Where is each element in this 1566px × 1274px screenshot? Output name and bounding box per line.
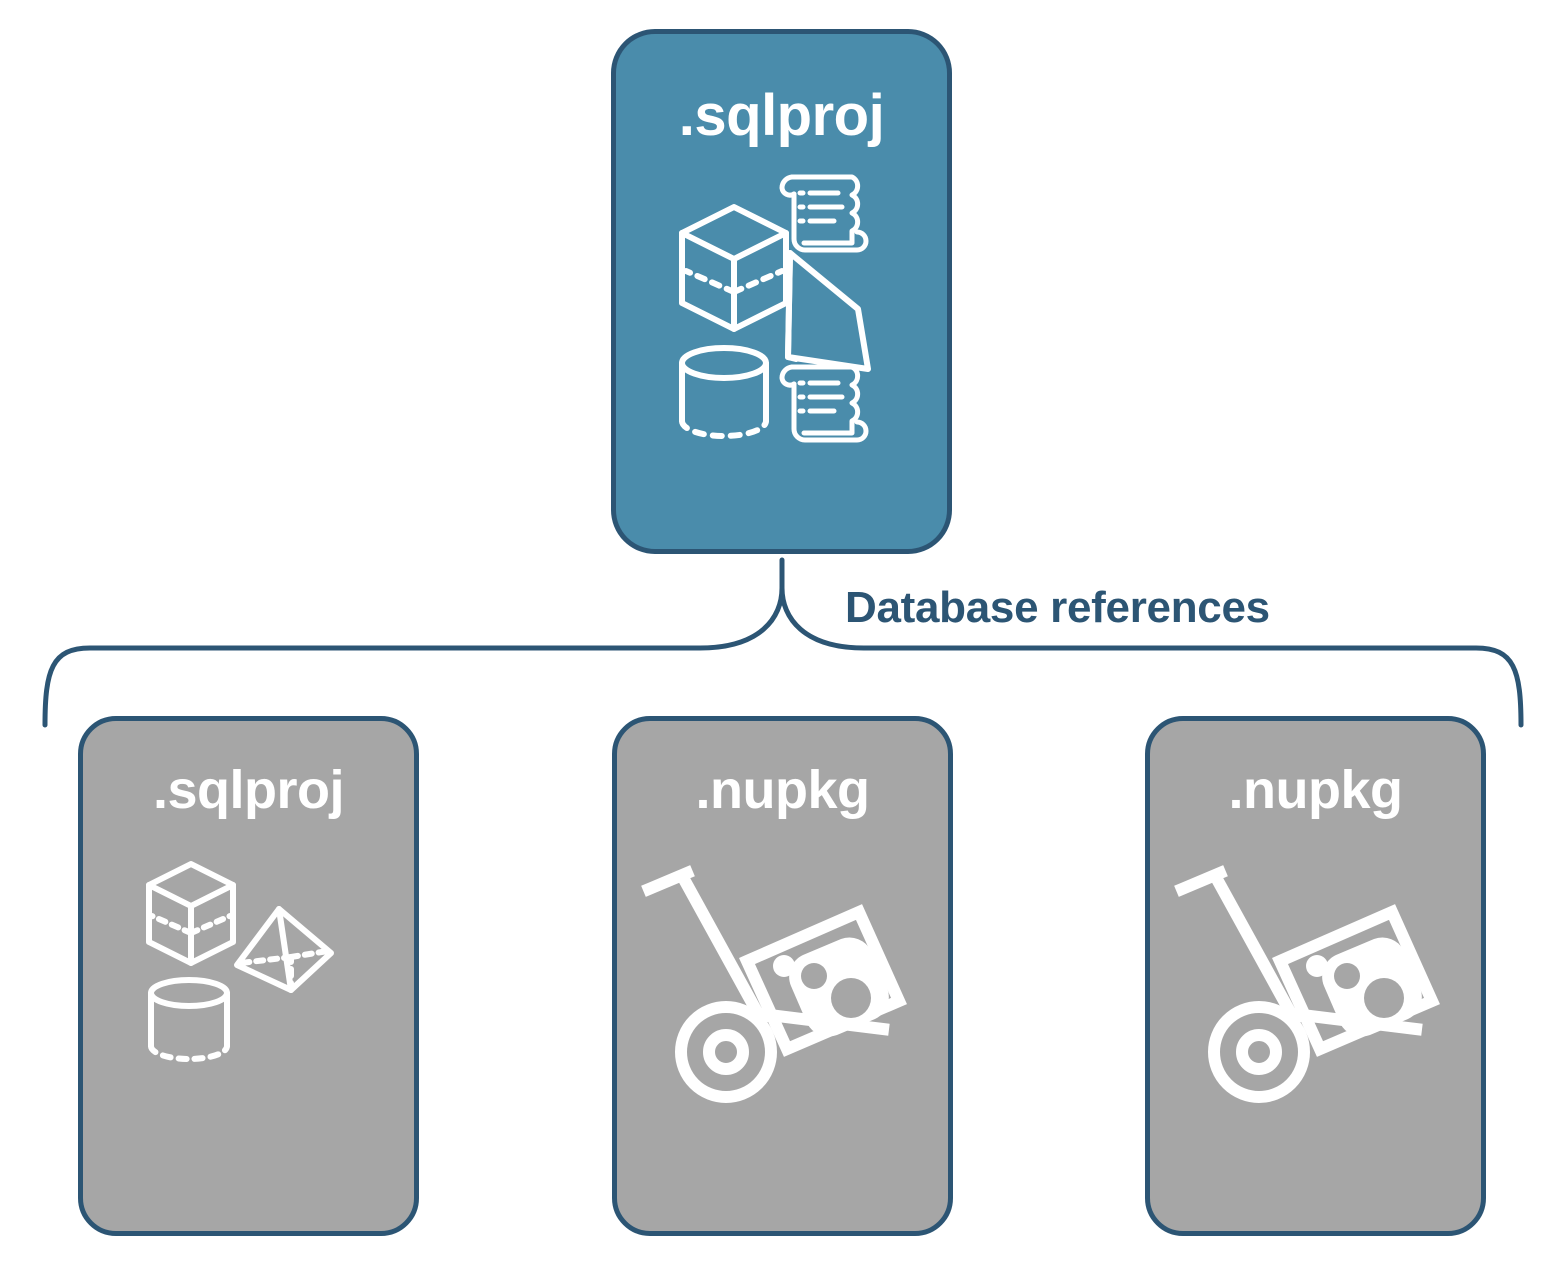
nuget-package-icon <box>640 865 907 1103</box>
cylinder-icon <box>678 345 769 439</box>
node-reference-sqlproj[interactable]: .sqlproj <box>78 716 419 1236</box>
bracket-label: Database references <box>845 583 1270 632</box>
cube-icon <box>678 204 789 332</box>
node-reference-nupkg-2[interactable]: .nupkg <box>1145 716 1486 1236</box>
pyramid-icon <box>784 250 871 372</box>
nuget-package-icon <box>1173 865 1440 1103</box>
node-reference-artwork <box>1173 833 1456 1103</box>
node-reference-label: .nupkg <box>1228 760 1403 820</box>
cylinder-icon <box>148 977 230 1062</box>
node-reference-nupkg-1[interactable]: .nupkg <box>612 716 953 1236</box>
node-root-artwork <box>672 167 892 443</box>
node-reference-label: .nupkg <box>695 760 870 820</box>
node-reference-artwork <box>141 853 356 1068</box>
scroll-icon <box>778 364 868 443</box>
node-root-sqlproj[interactable]: .sqlproj <box>611 29 952 554</box>
scroll-icon <box>778 174 868 253</box>
node-reference-label: .sqlproj <box>152 760 345 820</box>
cube-icon <box>146 861 236 966</box>
node-root-label: .sqlproj <box>678 83 885 148</box>
pyramid-icon <box>234 906 334 993</box>
node-reference-artwork <box>640 833 923 1103</box>
